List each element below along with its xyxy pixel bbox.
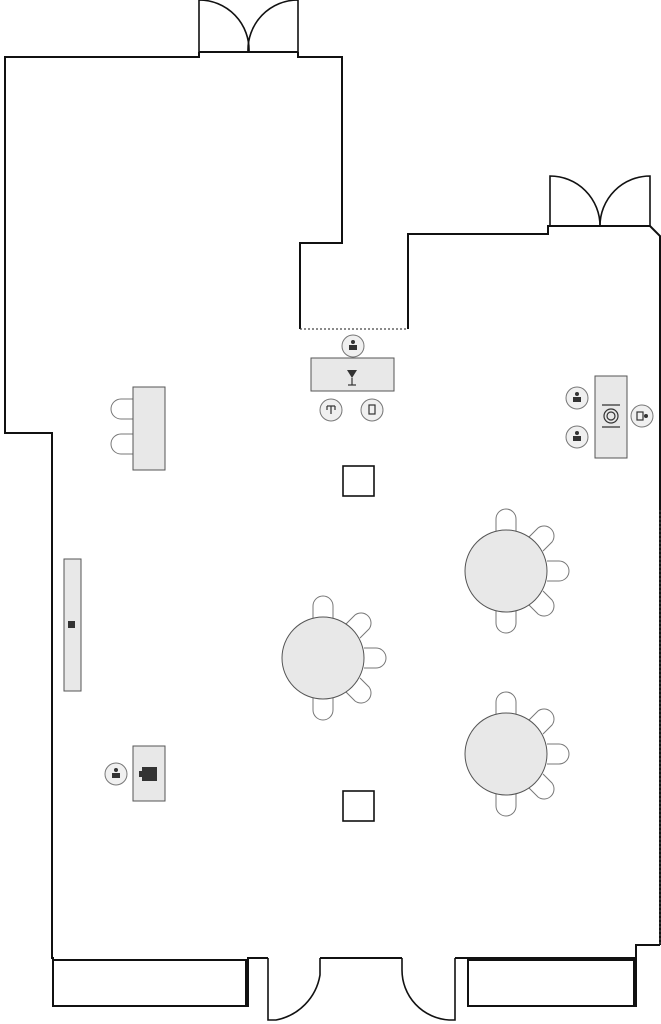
person-icon: [573, 431, 581, 441]
double-door-top-left[interactable]: [198, 0, 299, 53]
person-badge-right-2[interactable]: [565, 425, 589, 449]
double-door-top-right[interactable]: [549, 175, 651, 227]
projector-icon: [602, 404, 620, 428]
person-icon: [573, 392, 581, 402]
drink-icon: [347, 370, 357, 385]
speaker-icon: [139, 767, 157, 781]
single-door-bottom-left[interactable]: [267, 958, 321, 1021]
dj-table[interactable]: [132, 745, 166, 802]
display-table-right[interactable]: [594, 375, 628, 459]
person-badge-dj[interactable]: [104, 762, 128, 786]
person-icon: [349, 340, 357, 350]
cup-icon: [368, 404, 376, 415]
person-badge-right-1[interactable]: [565, 386, 589, 410]
single-door-bottom-right[interactable]: [401, 958, 456, 1021]
power-badge-right[interactable]: [630, 404, 654, 428]
person-icon: [112, 768, 120, 778]
network-icon: [326, 405, 336, 414]
network-badge-bar[interactable]: [319, 398, 343, 422]
side-table-left[interactable]: [63, 558, 82, 692]
round-table-3[interactable]: [464, 691, 570, 817]
exterior-walls: [4, 51, 661, 1007]
person-badge-bar[interactable]: [341, 334, 365, 358]
pillar-1: [342, 465, 375, 497]
round-table-1[interactable]: [281, 595, 387, 721]
power-icon: [636, 411, 648, 421]
monitor-icon: [68, 621, 75, 628]
bar-counter[interactable]: [310, 357, 395, 392]
cup-badge-bar[interactable]: [360, 398, 384, 422]
buffet-table-left[interactable]: [110, 386, 166, 471]
pillar-2: [342, 790, 375, 822]
round-table-2[interactable]: [464, 508, 570, 634]
